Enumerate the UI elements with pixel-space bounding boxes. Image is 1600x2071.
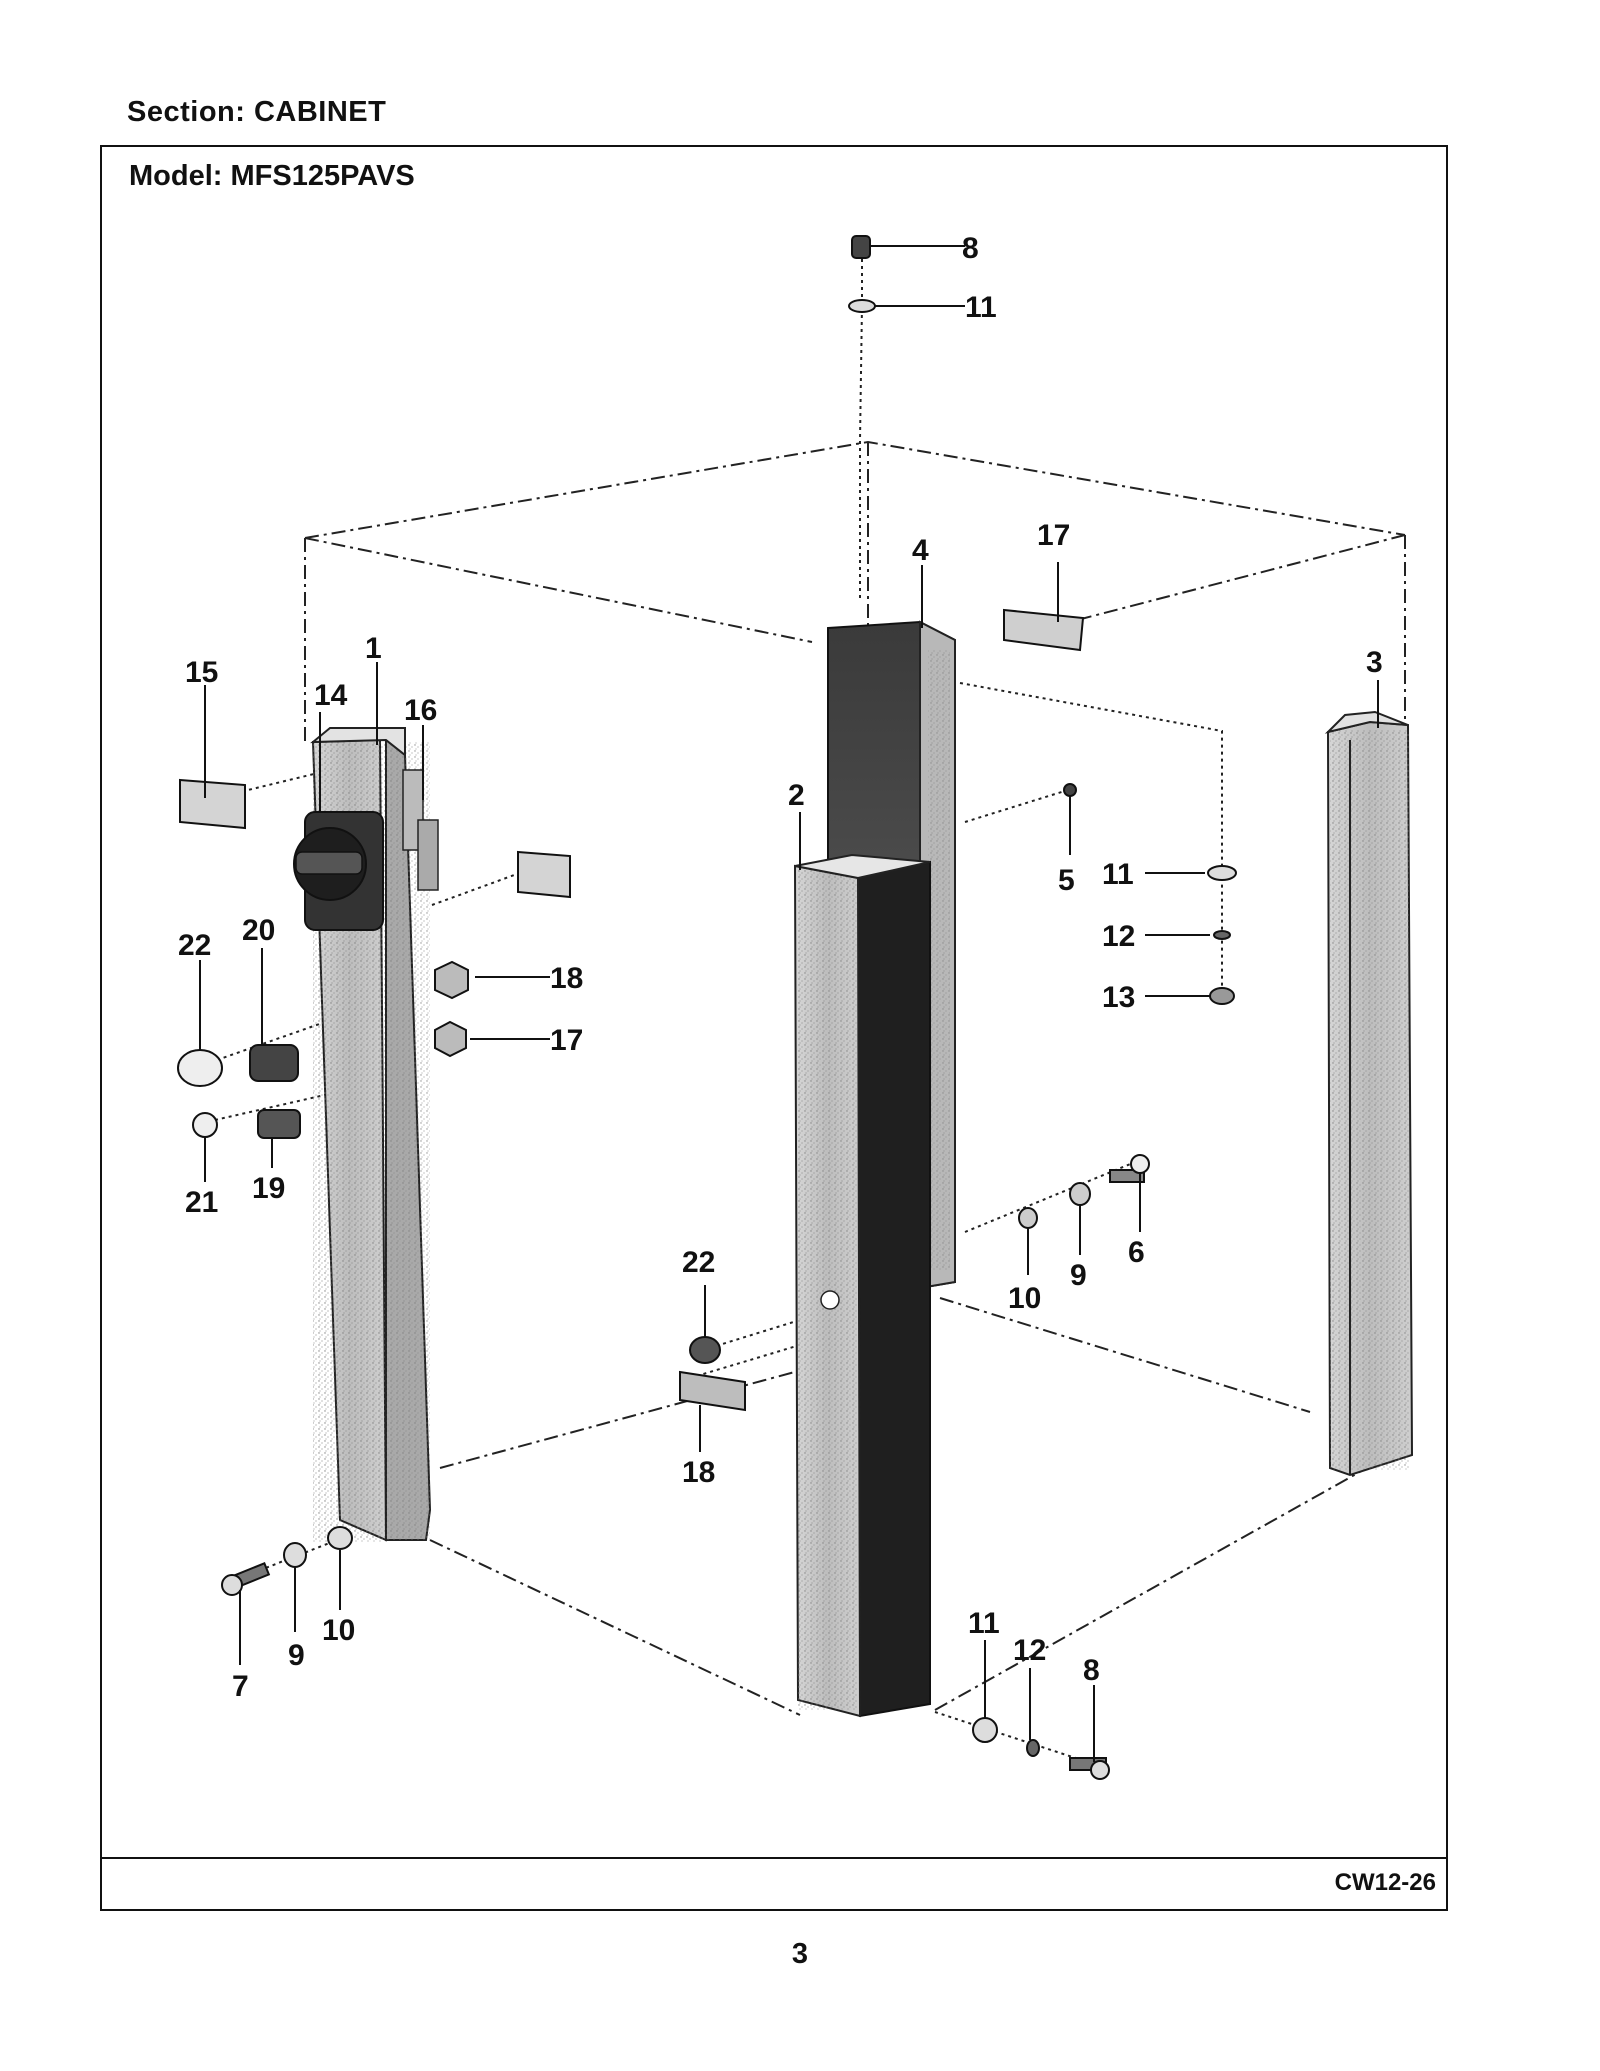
callout-1: 1 bbox=[365, 632, 382, 665]
callout-15: 15 bbox=[185, 656, 218, 689]
callout-18-left: 18 bbox=[550, 962, 583, 995]
callout-9-right: 9 bbox=[1070, 1259, 1087, 1292]
model-name: MFS125PAVS bbox=[230, 160, 415, 192]
callout-5: 5 bbox=[1058, 864, 1075, 897]
diagram-code: CW12-26 bbox=[1334, 1869, 1436, 1896]
callout-19: 19 bbox=[252, 1172, 285, 1205]
callout-22-left: 22 bbox=[178, 929, 211, 962]
callout-7: 7 bbox=[232, 1670, 249, 1703]
model-label: Model: bbox=[129, 160, 223, 192]
callout-16: 16 bbox=[404, 694, 437, 727]
callout-labels: 8 11 4 17 1 15 14 16 3 2 5 11 12 13 22 2… bbox=[178, 232, 1383, 1703]
cabinet-outline bbox=[304, 440, 1406, 1716]
callout-11-right: 11 bbox=[1102, 858, 1134, 891]
callout-8-bottom: 8 bbox=[1083, 1654, 1100, 1687]
section-label: Section: bbox=[127, 96, 246, 128]
callout-2: 2 bbox=[788, 779, 805, 812]
hardware-parts bbox=[177, 235, 1237, 1780]
front-post-2 bbox=[793, 853, 931, 1718]
callout-8-top: 8 bbox=[962, 232, 979, 265]
callout-10-left: 10 bbox=[322, 1614, 355, 1647]
footer-divider bbox=[102, 1857, 1446, 1859]
section-name: CABINET bbox=[253, 96, 387, 128]
callout-11-top: 11 bbox=[965, 291, 997, 324]
diagram-frame: Model: MFS125PAVS CW12-26 bbox=[100, 145, 1448, 1911]
callout-10-right: 10 bbox=[1008, 1282, 1041, 1315]
callout-9-left: 9 bbox=[288, 1639, 305, 1672]
callout-6: 6 bbox=[1128, 1236, 1145, 1269]
callout-17-left: 17 bbox=[550, 1024, 583, 1057]
callout-11-bottom: 11 bbox=[968, 1607, 1000, 1640]
callout-12-bottom: 12 bbox=[1013, 1634, 1046, 1667]
model-title: Model: MFS125PAVS bbox=[129, 160, 415, 193]
callout-20: 20 bbox=[242, 914, 275, 947]
right-post-3 bbox=[1324, 710, 1414, 1477]
callout-18-center: 18 bbox=[682, 1456, 715, 1489]
callout-22-center: 22 bbox=[682, 1246, 715, 1279]
callout-14: 14 bbox=[314, 679, 348, 712]
callout-leaders bbox=[199, 245, 1379, 1762]
callout-12-right: 12 bbox=[1102, 920, 1135, 953]
callout-3: 3 bbox=[1366, 646, 1383, 679]
callout-13: 13 bbox=[1102, 981, 1135, 1014]
callout-4: 4 bbox=[912, 534, 929, 567]
page-number: 3 bbox=[791, 1938, 809, 1970]
section-title: Section: CABINET bbox=[127, 96, 386, 129]
callout-17-top: 17 bbox=[1037, 519, 1070, 552]
callout-21: 21 bbox=[185, 1186, 218, 1219]
disconnect-handle bbox=[293, 811, 384, 931]
